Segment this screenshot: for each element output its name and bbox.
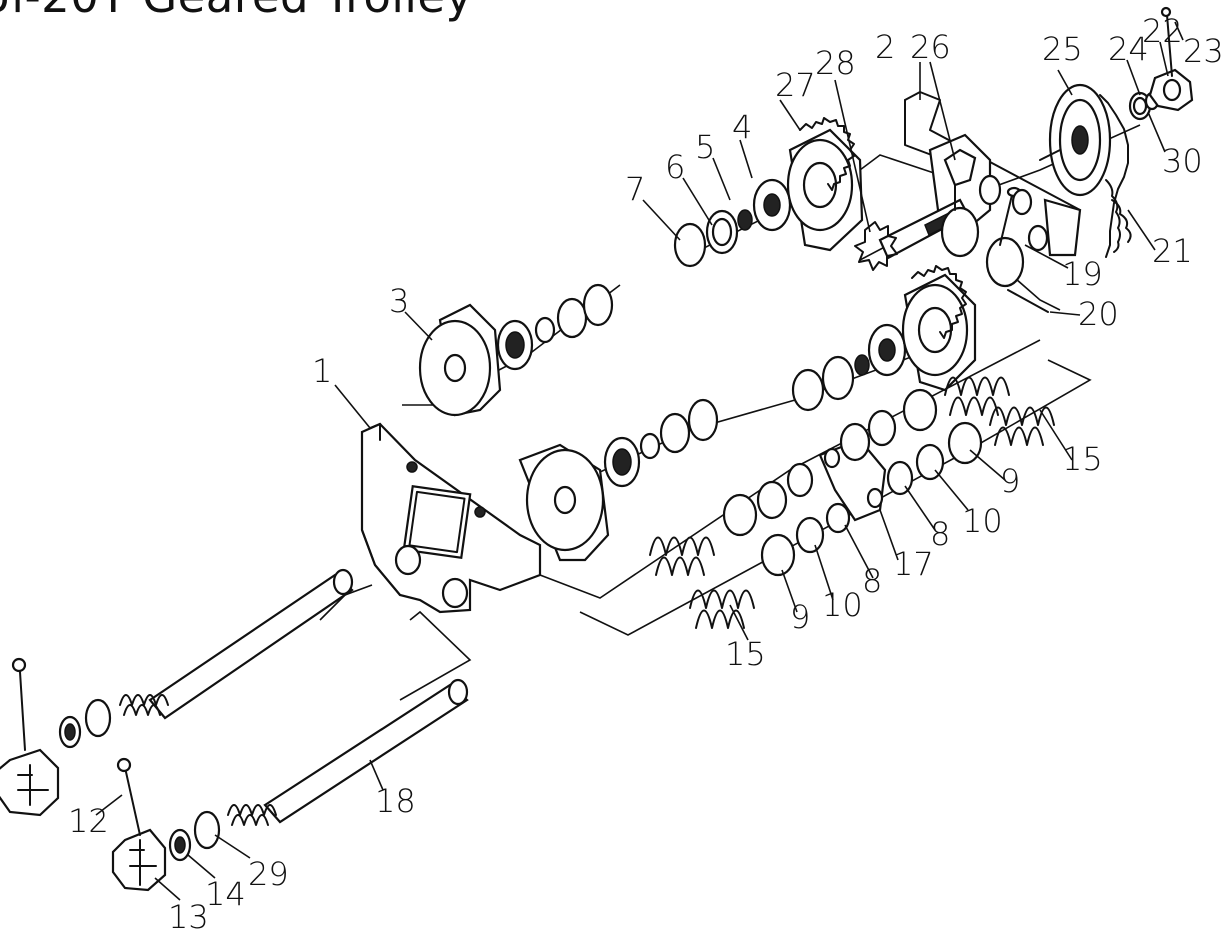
callout-13: 13 xyxy=(168,898,209,933)
geared-wheel-upper xyxy=(673,117,864,268)
callout-9-left: 9 xyxy=(790,598,810,636)
callout-18: 18 xyxy=(375,782,416,820)
callout-2: 2 xyxy=(875,28,895,66)
hand-chain-wheel xyxy=(1039,83,1132,258)
callout-29: 29 xyxy=(248,855,289,893)
callout-28: 28 xyxy=(815,44,856,82)
callout-10-left: 10 xyxy=(822,586,863,624)
geared-wheel-lower xyxy=(791,265,977,412)
springs-and-spacers xyxy=(649,376,1055,629)
callout-3: 3 xyxy=(389,282,409,320)
callout-1: 1 xyxy=(312,352,332,390)
wheel-lower xyxy=(518,398,719,562)
name-plate xyxy=(402,485,472,559)
callout-20: 20 xyxy=(1078,295,1119,333)
callout-27: 27 xyxy=(775,66,816,104)
side-plate-frame xyxy=(360,422,542,614)
shaft-lower xyxy=(111,678,469,892)
pinion-shaft xyxy=(854,148,1049,313)
callout-15-right: 15 xyxy=(1062,440,1103,478)
callout-17: 17 xyxy=(893,545,934,583)
callout-8-left: 8 xyxy=(862,562,882,600)
callout-19: 19 xyxy=(1062,255,1103,293)
spring-upper-left xyxy=(649,536,715,576)
callout-9-right: 9 xyxy=(1000,462,1020,500)
callout-25: 25 xyxy=(1042,30,1083,68)
callout-24: 24 xyxy=(1108,30,1149,68)
hand-wheel-fasteners xyxy=(1128,6,1194,121)
callout-10-right: 10 xyxy=(962,502,1003,540)
callout-26: 26 xyxy=(910,28,951,66)
callout-22: 22 xyxy=(1142,12,1183,50)
callout-30: 30 xyxy=(1162,142,1203,180)
callout-8-right: 8 xyxy=(930,515,950,553)
diagram-title: Ul-20T Geared Trolley xyxy=(0,0,473,23)
callout-23: 23 xyxy=(1183,32,1224,70)
callout-15-left: 15 xyxy=(725,635,766,673)
callout-14: 14 xyxy=(205,875,246,913)
callout-21: 21 xyxy=(1152,232,1193,270)
callout-leaders xyxy=(95,21,1184,901)
callout-12: 12 xyxy=(68,802,109,840)
wheel-upper xyxy=(418,283,614,417)
callout-4: 4 xyxy=(732,108,752,146)
callout-5: 5 xyxy=(695,128,715,166)
callout-6: 6 xyxy=(665,148,685,186)
callout-numbers: 1 3 4 5 6 7 27 28 2 26 25 24 22 23 30 21… xyxy=(68,12,1224,936)
shaft-upper xyxy=(0,568,354,817)
callout-7: 7 xyxy=(625,170,645,208)
